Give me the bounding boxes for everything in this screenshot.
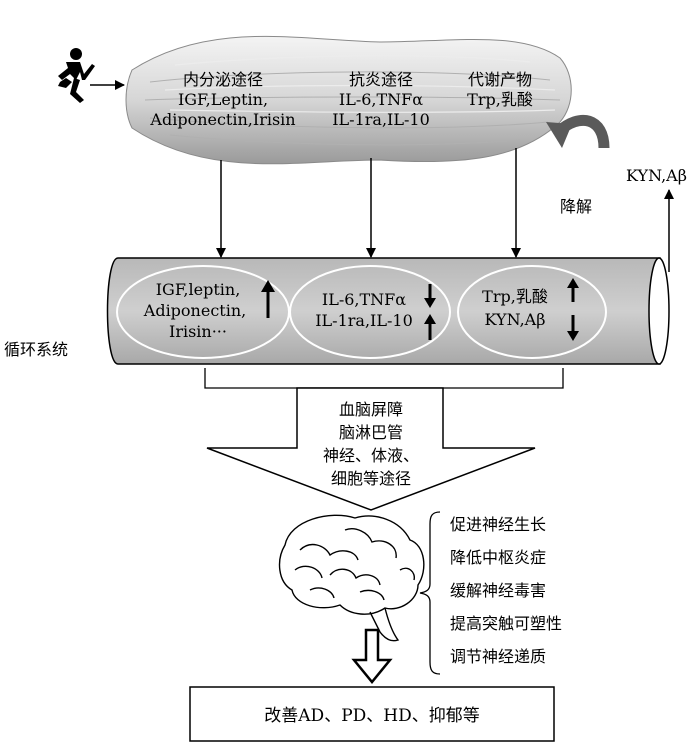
route-line2: 脑淋巴管	[339, 423, 403, 442]
metabolite-line1: Trp,乳酸	[467, 90, 533, 109]
oval3-line2: KYN,Aβ	[485, 310, 546, 329]
down-arrow-icon	[567, 315, 579, 341]
oval1-line1: IGF,leptin,	[156, 280, 241, 299]
oval2-line2: IL-1ra,IL-10	[315, 311, 413, 330]
route-line1: 血脑屏障	[339, 400, 403, 419]
big-down-arrow	[206, 387, 536, 511]
circulation-label: 循环系统	[4, 340, 68, 359]
muscle-illustration	[125, 35, 572, 165]
up-arrow-icon	[424, 314, 436, 340]
oval1-line3: Irisin···	[169, 322, 227, 341]
degradation-curved-arrow	[546, 114, 610, 149]
effect-item: 调节神经递质	[450, 647, 546, 666]
endocrine-title: 内分泌途径	[183, 70, 263, 89]
outcome-text: 改善AD、PD、HD、抑郁等	[264, 706, 479, 726]
brain-icon	[278, 514, 425, 642]
oval3-line1: Trp,乳酸	[482, 287, 548, 306]
route-line4: 细胞等途径	[331, 469, 411, 488]
effect-item: 促进神经生长	[450, 515, 546, 534]
anti-inflammatory-line1: IL-6,TNFα	[339, 90, 423, 109]
effects-brace	[419, 511, 441, 675]
metabolite-title: 代谢产物	[468, 70, 532, 89]
endocrine-line2: Adiponectin,Irisin	[149, 110, 295, 129]
oval2-line1: IL-6,TNFα	[322, 290, 406, 309]
runner-icon	[58, 48, 95, 103]
up-arrow-icon	[567, 278, 579, 302]
oval-metabolite	[457, 265, 607, 359]
blood-vessel-tube	[106, 257, 670, 365]
outcome-down-arrow	[351, 628, 393, 684]
tube-bracket	[204, 368, 564, 389]
effect-item: 提高突触可塑性	[450, 614, 562, 633]
anti-inflammatory-line2: IL-1ra,IL-10	[332, 110, 430, 129]
kyn-label: KYN,Aβ	[626, 166, 687, 185]
anti-inflammatory-title: 抗炎途径	[349, 70, 413, 89]
oval1-line2: Adiponectin,	[143, 301, 246, 320]
endocrine-line1: IGF,Leptin,	[178, 90, 268, 109]
down-arrow-icon	[424, 284, 436, 308]
oval-anti-inflammatory	[289, 265, 451, 359]
effect-item: 降低中枢炎症	[450, 548, 546, 567]
outcome-box	[189, 686, 555, 742]
up-arrow-icon	[261, 280, 275, 318]
route-line3: 神经、体液、	[323, 446, 419, 465]
effect-item: 缓解神经毒害	[450, 581, 546, 600]
degradation-label: 降解	[560, 197, 592, 216]
